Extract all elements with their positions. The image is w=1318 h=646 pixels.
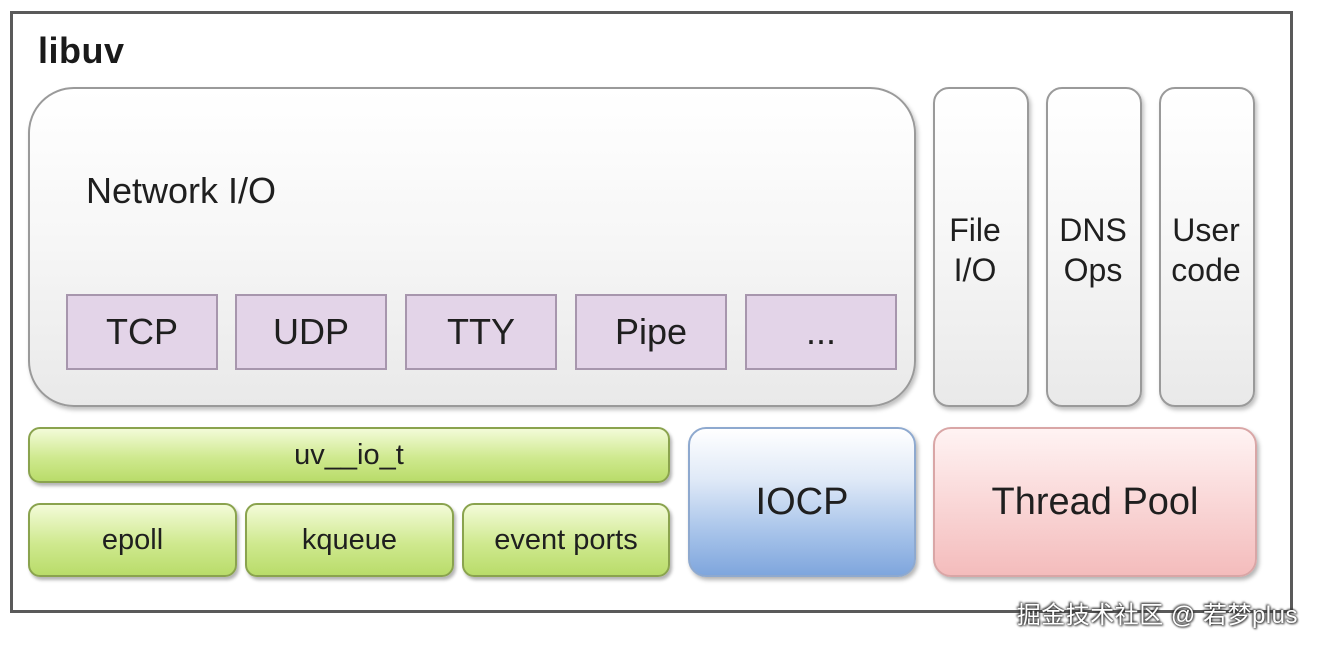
user-code-label: User code	[1171, 212, 1241, 288]
thread-pool-box: Thread Pool	[933, 427, 1257, 577]
backend-epoll: epoll	[28, 503, 237, 577]
protocol-tcp: TCP	[66, 294, 218, 370]
file-io-label: File I/O	[949, 212, 1001, 288]
uv-io-t-bar: uv__io_t	[28, 427, 670, 483]
protocol-more: ...	[745, 294, 897, 370]
user-code-box	[1159, 87, 1255, 407]
protocol-pipe: Pipe	[575, 294, 727, 370]
file-io-box	[933, 87, 1029, 407]
protocol-udp: UDP	[235, 294, 387, 370]
backend-kqueue: kqueue	[245, 503, 454, 577]
network-io-label: Network I/O	[86, 170, 277, 211]
diagram-title: libuv	[38, 30, 125, 71]
protocol-tty: TTY	[405, 294, 557, 370]
iocp-box: IOCP	[688, 427, 916, 577]
watermark: 掘金技术社区 @ 若梦plus	[1016, 602, 1298, 629]
dns-ops-box	[1046, 87, 1142, 407]
dns-ops-label: DNS Ops	[1059, 212, 1127, 288]
backend-event-ports: event ports	[462, 503, 670, 577]
